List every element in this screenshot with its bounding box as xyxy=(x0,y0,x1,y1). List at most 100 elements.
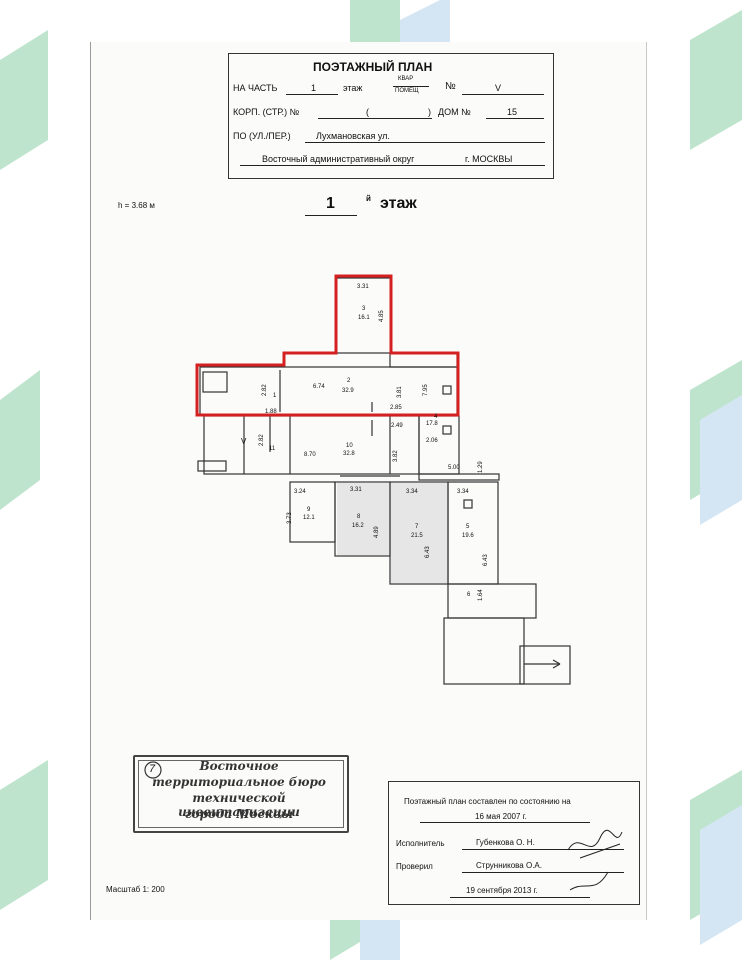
pomeshch-label: ПОМЕЩ xyxy=(395,88,419,94)
room-9-area: 12.1 xyxy=(303,515,315,521)
room-7-number: 7 xyxy=(415,524,419,530)
state-date: 16 мая 2007 г. xyxy=(475,812,527,821)
dim-label: 2.49 xyxy=(391,423,403,429)
room-4-area: 17.8 xyxy=(426,421,438,427)
title-block xyxy=(228,53,554,179)
dim-label: 2.85 xyxy=(390,405,402,411)
room-9-number: 9 xyxy=(307,507,311,513)
na-chast-value: 1 xyxy=(311,83,317,93)
dim-label: 3.31 xyxy=(357,284,369,290)
street-name: Лухмановская ул. xyxy=(316,131,390,141)
okrug-underline xyxy=(240,165,545,166)
room-3-area: 16.1 xyxy=(358,315,370,321)
room-8-area: 16.2 xyxy=(352,523,364,529)
signature-block xyxy=(388,781,640,905)
number-sign: № xyxy=(445,81,456,92)
korp-label: КОРП. (СТР.) № xyxy=(233,107,300,117)
checker-label: Проверил xyxy=(396,862,433,871)
etazh-label: этаж xyxy=(343,83,363,93)
dim-label: 3.81 xyxy=(397,386,403,398)
korp-paren-open: ( xyxy=(366,107,369,117)
document-title: ПОЭТАЖНЫЙ ПЛАН xyxy=(313,60,433,74)
okrug-name: Восточный административный округ xyxy=(262,154,415,164)
dim-label: 3.34 xyxy=(457,489,469,495)
dim-label: 6.43 xyxy=(483,554,489,566)
dim-label: 1.29 xyxy=(478,461,484,473)
stamp-line-3: технической инвентаризации xyxy=(178,791,300,819)
number-underline xyxy=(462,94,544,95)
checker-name: Струнникова О.А. xyxy=(476,861,542,870)
room-2-area: 32.9 xyxy=(342,388,354,394)
dim-label: 3.73 xyxy=(287,512,293,524)
dim-label: 2.82 xyxy=(259,434,265,446)
dim-label: 3.82 xyxy=(393,450,399,462)
dim-label: 3.31 xyxy=(350,487,362,493)
dim-label: 1.88 xyxy=(265,409,277,415)
dom-underline xyxy=(486,118,544,119)
room-5-number: 5 xyxy=(466,524,470,530)
signature-scribble xyxy=(567,829,623,891)
room-10-number: 10 xyxy=(346,443,353,449)
dim-label: 3.34 xyxy=(406,489,418,495)
room-6-number: 6 xyxy=(467,592,471,598)
na-chast-underline xyxy=(286,94,338,95)
korp-underline xyxy=(318,118,432,119)
kvar-label: КВАР xyxy=(398,76,414,82)
dim-label: 3.24 xyxy=(294,489,306,495)
room-11-number: 11 xyxy=(269,446,276,452)
po-label: ПО (УЛ./ПЕР.) xyxy=(233,131,291,141)
dom-label: ДОМ № xyxy=(438,107,471,117)
checker-underline xyxy=(462,872,624,873)
dim-label: 7.95 xyxy=(423,384,429,396)
room-3-number: 3 xyxy=(362,306,366,312)
dim-label: 2.82 xyxy=(262,384,268,396)
check-date: 19 сентября 2013 г. xyxy=(466,886,538,895)
stamp-line-2: территориальное бюро xyxy=(152,775,326,789)
document-sheet xyxy=(90,42,647,920)
stamp-line-1: Восточное xyxy=(199,759,279,773)
floor-word: этаж xyxy=(380,195,417,212)
dim-label: 1.64 xyxy=(478,589,484,601)
highlighted-area xyxy=(195,274,460,417)
fraction-line xyxy=(393,86,429,87)
city-name: г. МОСКВЫ xyxy=(465,154,513,164)
state-date-underline xyxy=(420,822,590,823)
dim-label: 4.85 xyxy=(379,310,385,322)
room-10-area: 32.8 xyxy=(343,451,355,457)
stamp-number-circle xyxy=(144,761,162,779)
floor-number-underline xyxy=(305,215,357,216)
dim-label: 6.43 xyxy=(425,546,431,558)
room-4-number: 4 xyxy=(434,414,438,420)
stamp-line-4: города Москвы xyxy=(184,807,294,821)
scale-label: Масштаб 1: 200 xyxy=(106,885,165,894)
state-text: Поэтажный план составлен по состоянию на xyxy=(404,797,571,806)
executor-name: Губенкова О. Н. xyxy=(476,838,535,847)
executor-underline xyxy=(462,849,624,850)
korp-paren-close: ) xyxy=(428,107,431,117)
dim-label: 2.06 xyxy=(426,438,438,444)
floor-number: 1 xyxy=(326,195,335,212)
check-date-underline xyxy=(450,897,590,898)
floor-superscript: й xyxy=(366,194,371,203)
room-1-number: 1 xyxy=(273,393,277,399)
dim-label: 5.00 xyxy=(448,465,460,471)
stamp-text: Восточное территориальное бюро техническ… xyxy=(133,755,345,829)
dim-label: 4.89 xyxy=(374,526,380,538)
dim-label: 8.70 xyxy=(304,452,316,458)
stamp-number: 7 xyxy=(149,763,156,775)
room-2-number: 2 xyxy=(347,378,351,384)
marker-v: V xyxy=(241,437,247,446)
dom-value: 15 xyxy=(507,107,518,117)
room-5-area: 19.6 xyxy=(462,533,474,539)
na-chast-label: НА ЧАСТЬ xyxy=(233,83,278,93)
room-7-area: 21.5 xyxy=(411,533,423,539)
stamp-inner-border xyxy=(138,760,344,828)
bti-stamp xyxy=(133,755,349,833)
room-8-number: 8 xyxy=(357,514,361,520)
number-value: V xyxy=(495,83,502,93)
dim-label: 6.74 xyxy=(313,384,325,390)
street-underline xyxy=(305,142,545,143)
executor-label: Исполнитель xyxy=(396,839,445,848)
floor-height: h = 3.68 м xyxy=(118,201,155,210)
